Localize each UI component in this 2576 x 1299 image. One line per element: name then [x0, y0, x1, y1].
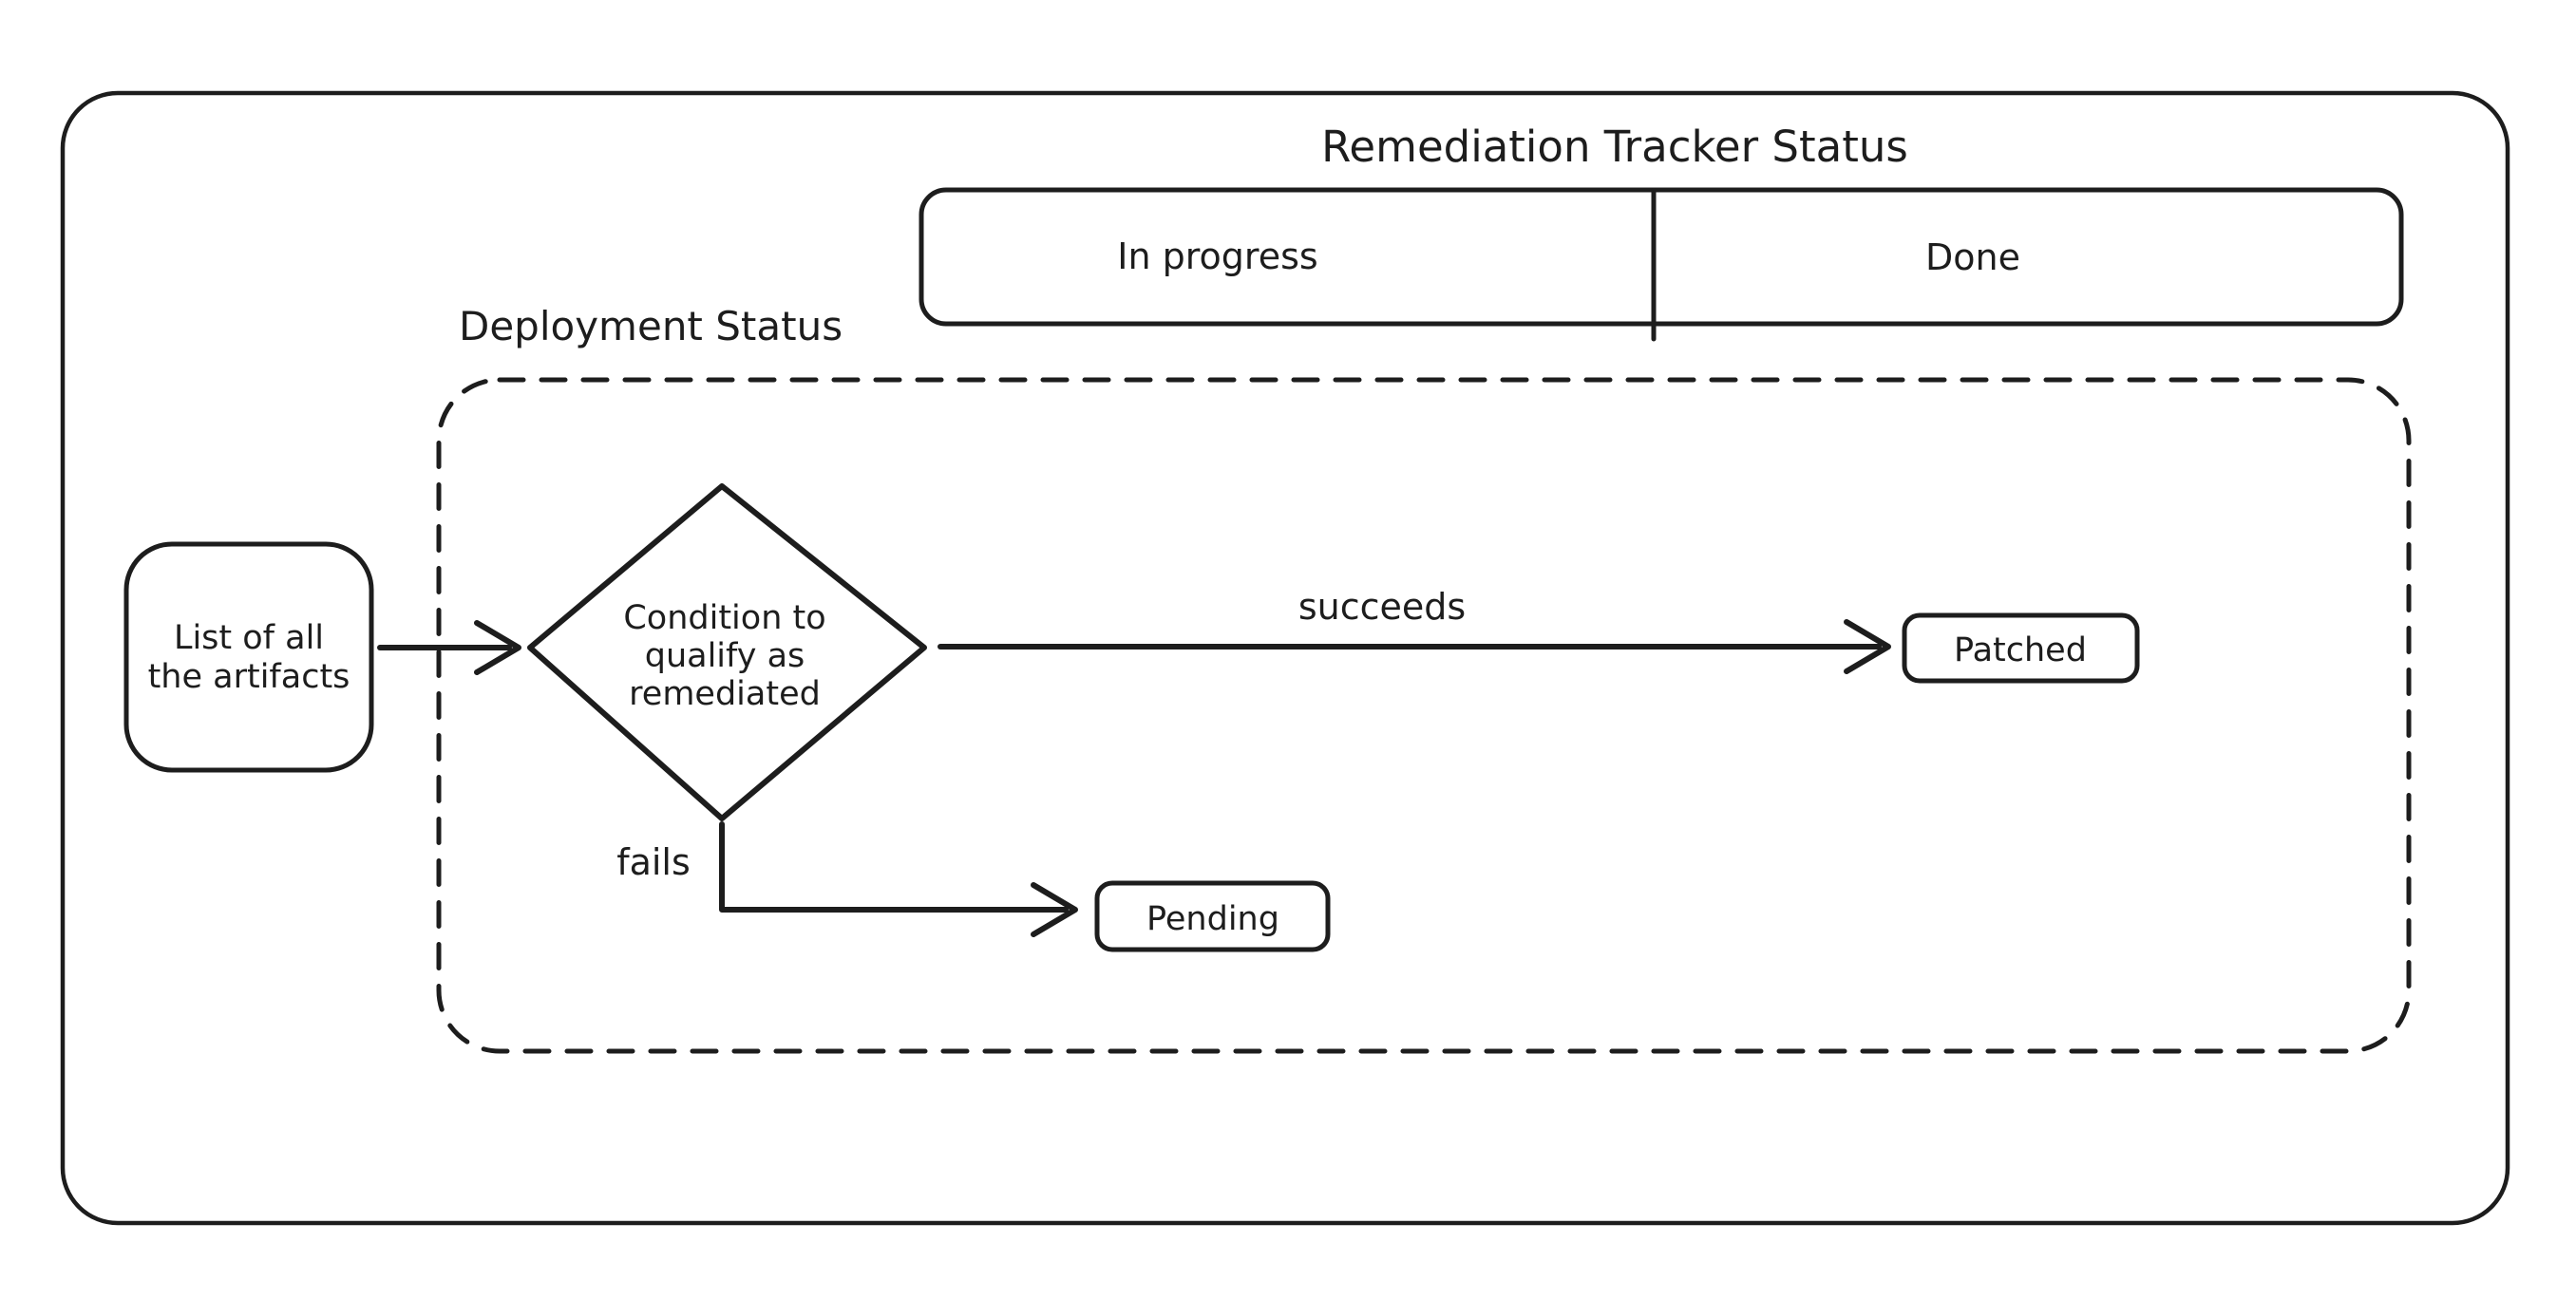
- condition-diamond[interactable]: Condition to qualify as remediated: [527, 483, 927, 821]
- pending-node-label: Pending: [1146, 900, 1279, 938]
- condition-label-line3: remediated: [629, 675, 821, 713]
- diagram-title: Remediation Tracker Status: [1321, 122, 1908, 172]
- artifacts-node-rect[interactable]: [123, 541, 374, 773]
- outer-frame-rect[interactable]: [60, 90, 2510, 1226]
- succeeds-arrow[interactable]: [938, 619, 1891, 674]
- artifacts-node[interactable]: List of all the artifacts: [123, 541, 374, 773]
- condition-label-line2: qualify as: [645, 637, 805, 675]
- fails-edge-label: fails: [616, 841, 691, 883]
- tracker-cell-in-progress: In progress: [1117, 235, 1317, 277]
- patched-node[interactable]: Patched: [1902, 612, 2140, 684]
- arrowhead-right-icon: [1031, 882, 1078, 937]
- artifacts-node-label-line2: the artifacts: [148, 658, 350, 696]
- pending-node[interactable]: Pending: [1094, 880, 1331, 952]
- deployment-status-label: Deployment Status: [459, 303, 843, 349]
- deployment-dashed-container[interactable]: [436, 377, 2412, 1054]
- succeeds-edge-label: succeeds: [1298, 586, 1466, 628]
- patched-node-label: Patched: [1954, 631, 2087, 669]
- pending-node-rect[interactable]: [1094, 880, 1331, 952]
- artifacts-node-label-line1: List of all: [174, 619, 324, 657]
- patched-node-rect[interactable]: [1902, 612, 2140, 684]
- artifacts-to-condition-arrow[interactable]: [377, 620, 521, 675]
- fails-arrow[interactable]: [719, 821, 1078, 937]
- tracker-bar[interactable]: In progress Done: [919, 187, 2404, 342]
- arrowhead-right-icon: [474, 620, 521, 675]
- arrowhead-right-icon: [1844, 619, 1891, 674]
- tracker-bar-rect[interactable]: [919, 187, 2404, 327]
- condition-diamond-shape[interactable]: [527, 483, 927, 821]
- condition-label-line1: Condition to: [623, 599, 825, 637]
- tracker-cell-done: Done: [1925, 236, 2020, 278]
